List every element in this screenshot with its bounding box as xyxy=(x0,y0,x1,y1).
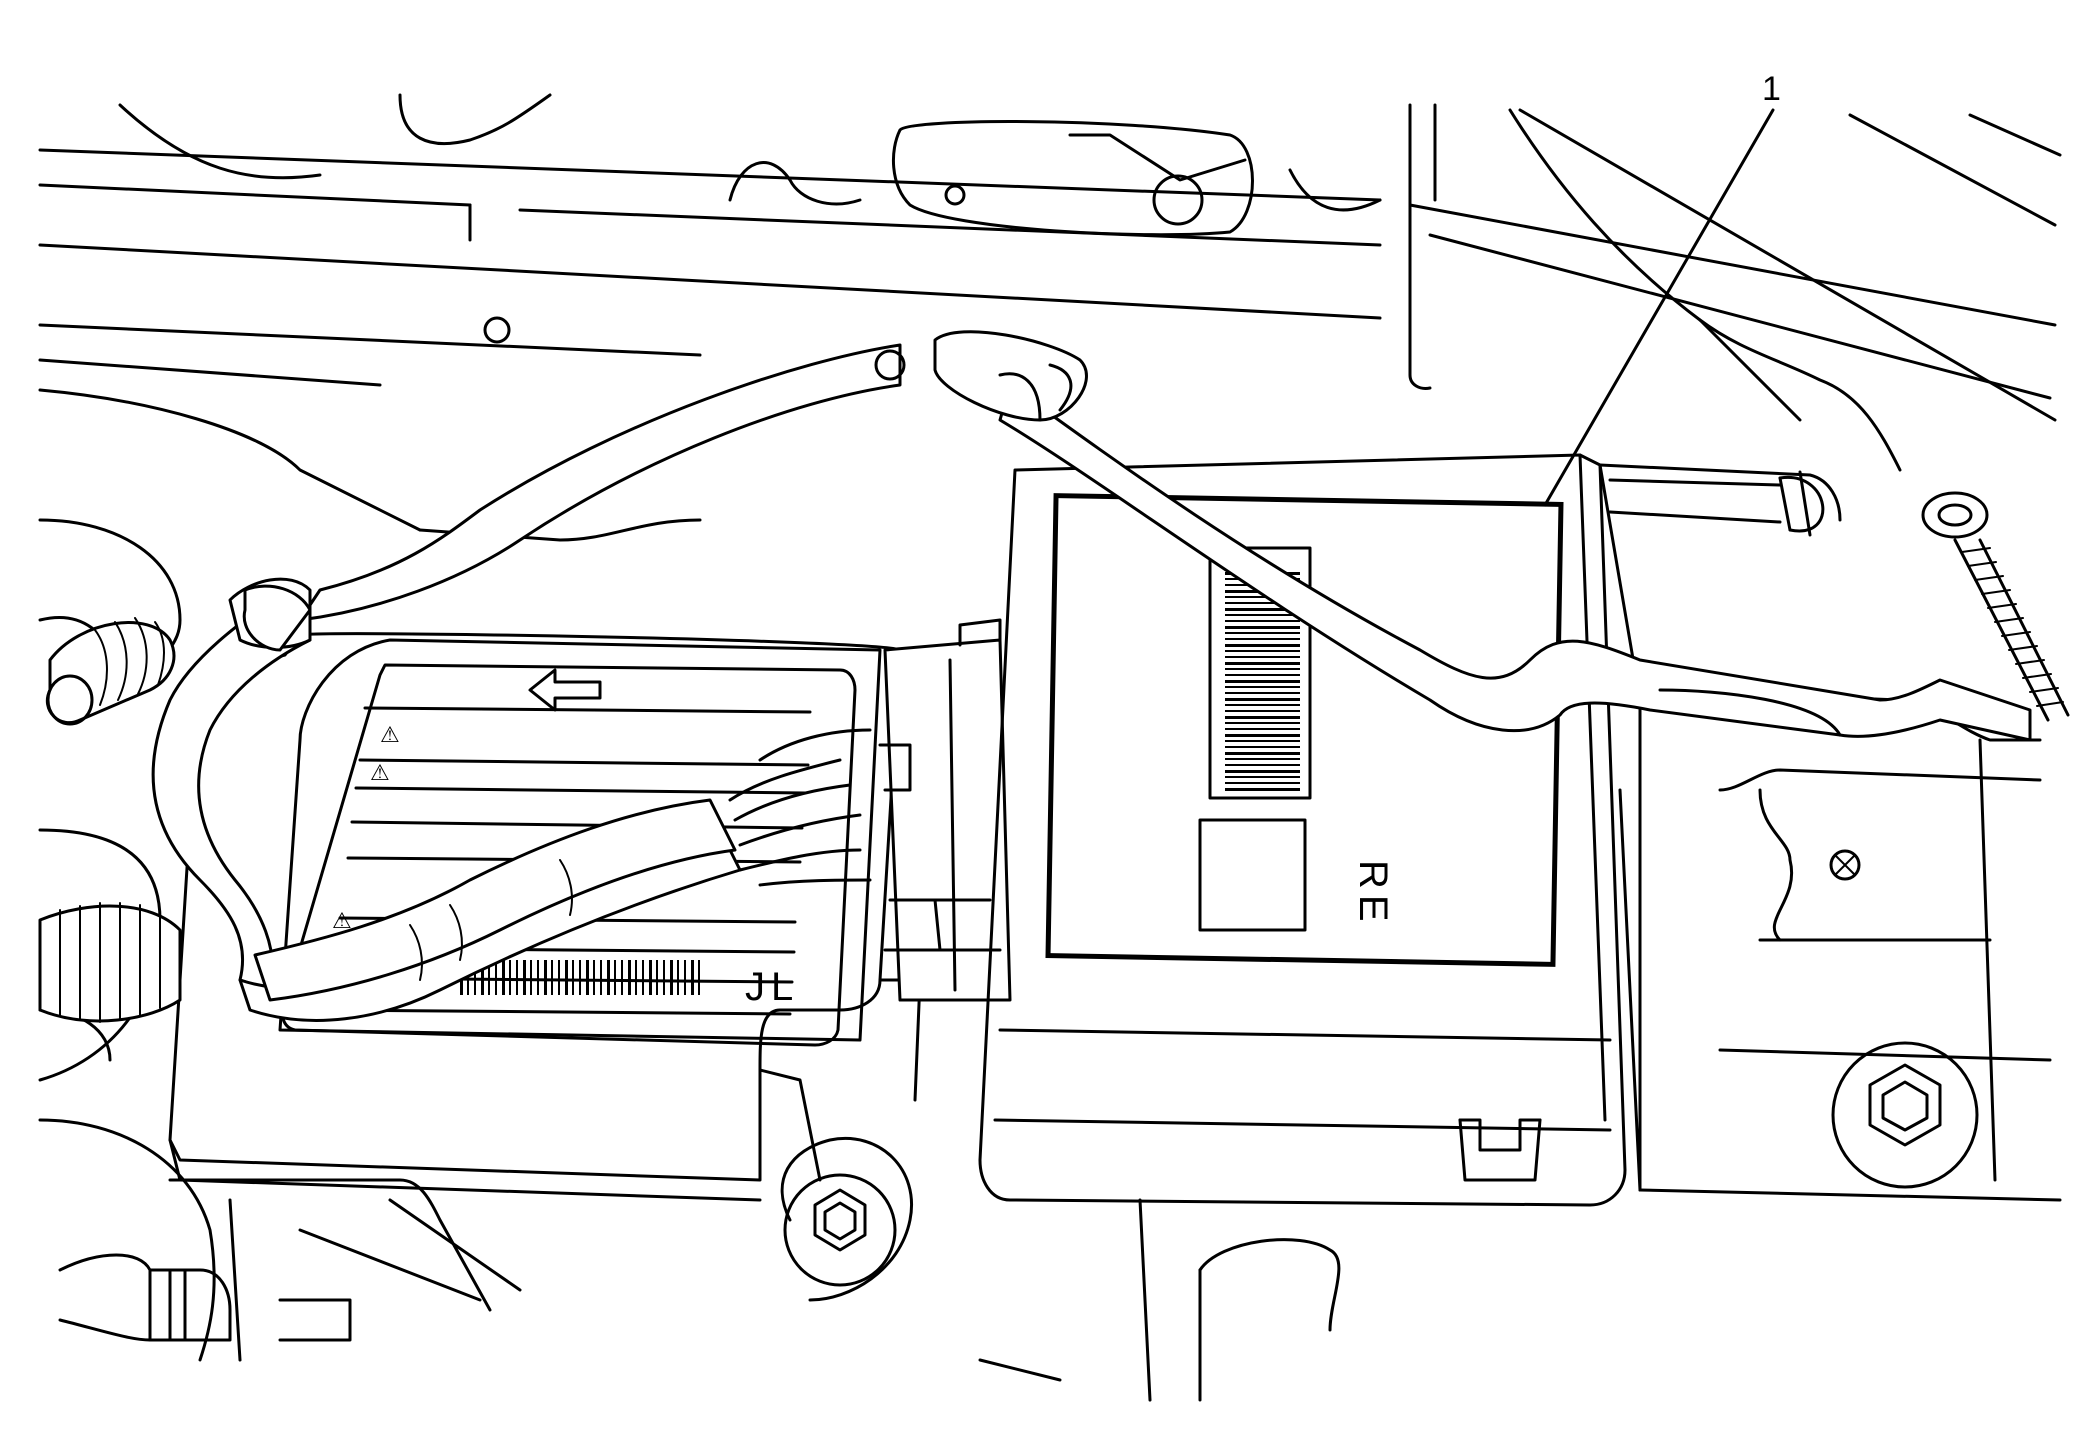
barcode-bar xyxy=(1225,644,1300,647)
barcode-bar xyxy=(502,960,505,995)
left-module-connector xyxy=(878,618,1012,1002)
barcode-bar xyxy=(1225,746,1300,748)
callout-label: 1 xyxy=(1762,70,1781,108)
barcode-bar xyxy=(1225,620,1300,622)
right-mounting-bracket xyxy=(1598,463,2062,1202)
barcode-bar xyxy=(544,960,547,995)
right-module: RE xyxy=(978,453,1642,1207)
barcode-bar xyxy=(1225,698,1300,701)
barcode-bar xyxy=(1225,716,1300,719)
direction-arrow-icon xyxy=(528,668,602,712)
barcode-bar xyxy=(523,960,526,995)
barcode-bar xyxy=(1225,692,1300,694)
barcode-bar xyxy=(1225,752,1300,755)
barcode-bar xyxy=(551,960,553,995)
barcode-bar xyxy=(1225,602,1300,604)
corrugated-conduit xyxy=(45,584,312,726)
barcode-bar xyxy=(537,960,539,995)
barcode-bar xyxy=(1225,674,1300,676)
barcode-bar xyxy=(607,960,610,995)
barcode-bar xyxy=(642,960,644,995)
callout-leader-line xyxy=(1543,108,1775,507)
center-hex-nut xyxy=(780,1137,913,1302)
barcode-bar xyxy=(663,960,665,995)
barcode-strip-left xyxy=(460,960,700,995)
barcode-bar xyxy=(656,960,658,995)
barcode-bar xyxy=(698,960,700,995)
barcode-bar xyxy=(1225,788,1300,791)
threaded-stud xyxy=(1921,491,2070,722)
barcode-bar xyxy=(1225,782,1300,784)
barcode-bar xyxy=(474,960,476,995)
lower-left-connector xyxy=(58,1253,352,1342)
barcode-bar xyxy=(558,960,560,995)
barcode-bar xyxy=(1225,656,1300,658)
label-blank-square xyxy=(1198,818,1307,932)
barcode-bar xyxy=(1225,758,1300,760)
barcode-bar xyxy=(1225,632,1300,634)
upper-mount-bracket xyxy=(891,120,1254,237)
barcode-bar xyxy=(1225,740,1300,742)
callout-1: 1 xyxy=(1543,70,1781,507)
barcode-bar xyxy=(1225,614,1300,616)
wiring-harness xyxy=(38,330,2032,1023)
barcode-bar xyxy=(1225,638,1300,640)
barcode-bar xyxy=(1225,626,1300,629)
module-marking-right: RE xyxy=(1351,860,1395,928)
barcode-bar xyxy=(1225,710,1300,712)
barcode-bar xyxy=(481,960,484,995)
barcode-bar xyxy=(1225,770,1300,773)
barcode-bar xyxy=(1225,776,1300,778)
barcode-bar xyxy=(579,960,581,995)
barcode-bar xyxy=(1225,662,1300,665)
barcode-bar xyxy=(649,960,652,995)
barcode-bar xyxy=(593,960,595,995)
module-label-plate: ⚠ ⚠ ⚠ JL xyxy=(280,663,857,1047)
barcode-bar xyxy=(1225,686,1300,688)
module-marking-left: JL xyxy=(745,965,799,1009)
barcode-bar xyxy=(488,960,490,995)
upper-body-structure xyxy=(38,93,1382,542)
barcode-bar xyxy=(614,960,616,995)
barcode-bar xyxy=(530,960,532,995)
barcode-bar xyxy=(1225,650,1300,652)
barcode-frame xyxy=(1208,546,1312,800)
barcode-bar xyxy=(628,960,631,995)
warning-triangle-icon: ⚠ xyxy=(380,723,400,748)
barcode-bar xyxy=(1225,668,1300,670)
barcode-bar xyxy=(600,960,602,995)
barcode-bar xyxy=(509,960,511,995)
barcode-bar xyxy=(1225,728,1300,730)
barcode-bar xyxy=(1225,608,1300,611)
tube-fitting xyxy=(1608,470,1825,537)
barcode-bar xyxy=(1225,680,1300,683)
barcode-bar xyxy=(635,960,637,995)
barcode-bar xyxy=(565,960,568,995)
barcode-bar xyxy=(1225,764,1300,766)
barcode-bar xyxy=(1225,722,1300,724)
barcode-bar xyxy=(684,960,686,995)
barcode-bar xyxy=(516,960,518,995)
barcode-bar xyxy=(572,960,574,995)
right-hex-nut xyxy=(1831,1041,1979,1189)
barcode-bar xyxy=(1225,704,1300,706)
barcode-bar xyxy=(586,960,589,995)
lower-center-structure xyxy=(978,1198,1341,1402)
barcode-bar xyxy=(691,960,694,995)
warning-triangle-icon: ⚠ xyxy=(332,909,352,934)
barcode-bar xyxy=(1225,734,1300,737)
right-body-panel xyxy=(1408,103,2062,472)
barcode-bar xyxy=(670,960,673,995)
barcode-bar xyxy=(677,960,679,995)
module-label xyxy=(1045,493,1564,967)
barcode-bar xyxy=(495,960,497,995)
warning-triangle-icon: ⚠ xyxy=(370,761,390,786)
barcode-bar xyxy=(1225,596,1300,598)
barcode-bar xyxy=(621,960,623,995)
